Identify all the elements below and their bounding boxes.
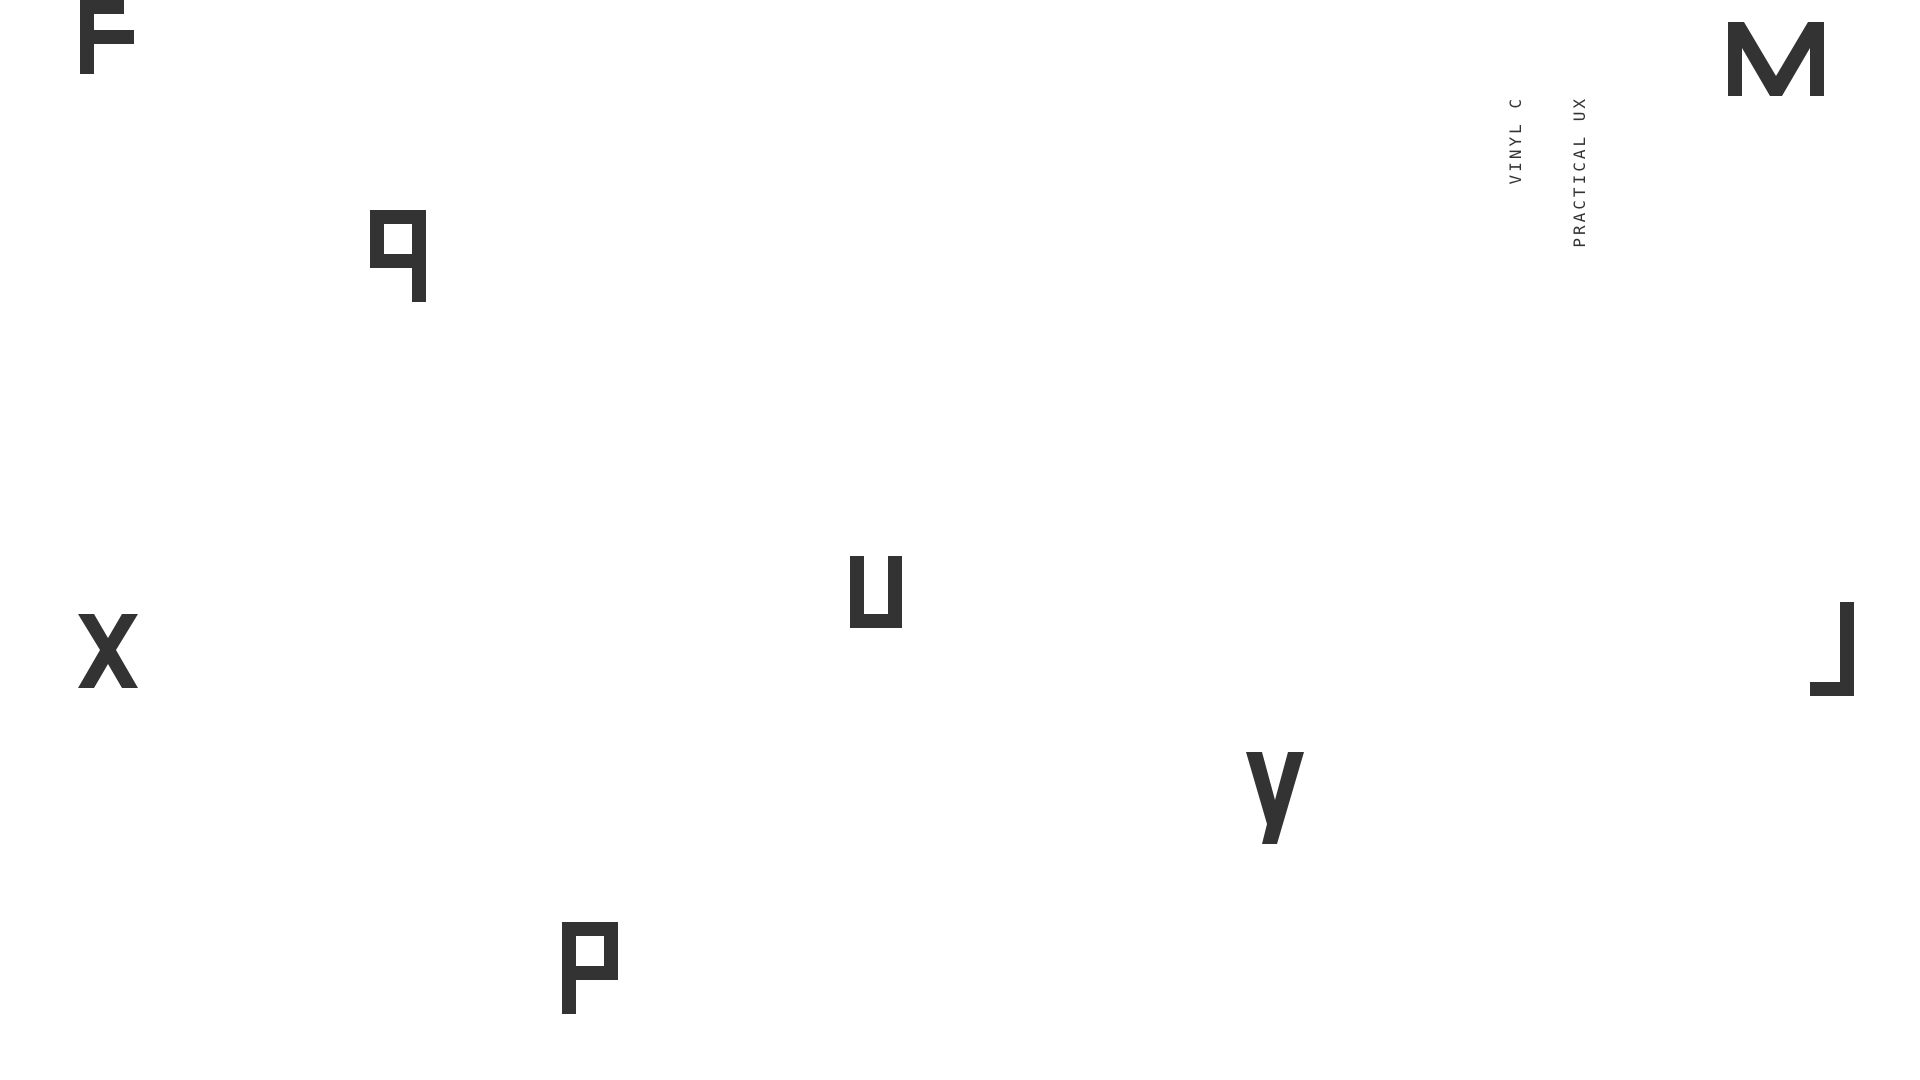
letter-p-glyph xyxy=(562,922,618,1014)
letter-u-glyph xyxy=(850,556,902,628)
letter-m-glyph xyxy=(1728,22,1824,96)
corner-j-glyph xyxy=(1810,602,1854,696)
letter-f-glyph xyxy=(80,0,134,74)
letter-q-glyph xyxy=(370,210,426,302)
letter-x-glyph xyxy=(78,614,138,688)
letter-y-glyph xyxy=(1246,752,1304,844)
vertical-label-practical-ux: PRACTICAL UX xyxy=(1570,96,1589,248)
vertical-label-vinyl: VINYL C xyxy=(1506,96,1525,185)
